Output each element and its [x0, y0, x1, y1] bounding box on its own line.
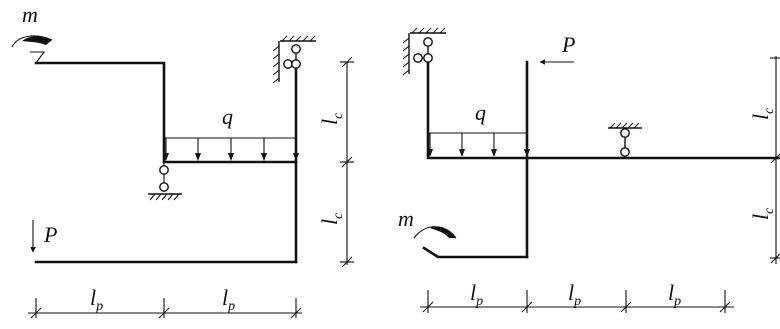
right-horizontal-dimension: [420, 290, 734, 313]
right-top-support-icon: [402, 27, 446, 76]
right-force-label: P: [561, 32, 575, 57]
right-link-support-icon: [608, 122, 642, 158]
left-horizontal-dimension: [28, 298, 302, 319]
right-dim-v1: lc: [748, 107, 777, 120]
left-moment-icon: [11, 35, 53, 64]
left-load-label: q: [222, 104, 233, 129]
right-frame-members: [426, 56, 780, 160]
left-top-support-icon: [272, 35, 316, 84]
left-moment-label: m: [22, 2, 38, 27]
right-frame: P q m lp lp lp lc lc: [398, 27, 780, 313]
right-vertical-dimension: [770, 56, 780, 264]
right-dim-h1: lp: [470, 280, 483, 309]
right-dim-h2: lp: [568, 280, 581, 309]
right-moment-label: m: [398, 206, 414, 231]
right-load-label: q: [475, 100, 486, 125]
left-dim-h2: lp: [222, 285, 235, 314]
right-dim-h3: lp: [668, 280, 681, 309]
right-moment-icon: [413, 226, 457, 239]
right-bottom-beam: [422, 246, 529, 259]
right-distributed-load: [426, 132, 531, 157]
left-dim-v1: lc: [317, 112, 346, 125]
left-distributed-load: [162, 137, 300, 161]
left-roller-support-icon: [148, 162, 182, 201]
left-dim-h1: lp: [90, 285, 103, 314]
left-frame: m P q lp lp lc lc: [11, 2, 354, 319]
left-force-label: P: [43, 222, 57, 247]
left-vertical-dimension: [340, 56, 354, 268]
right-dim-v2: lc: [748, 207, 777, 220]
left-dim-v2: lc: [317, 212, 346, 225]
